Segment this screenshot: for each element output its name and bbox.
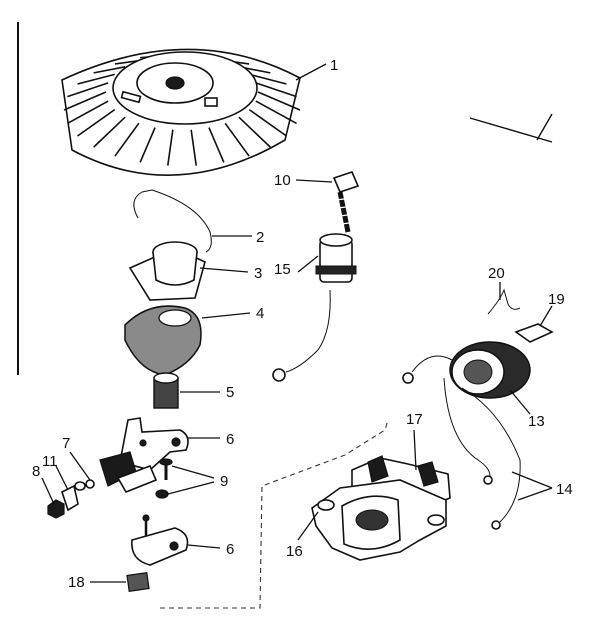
callout-1: 1: [330, 57, 338, 74]
flywheel-fin: [114, 59, 139, 65]
flywheel-fin: [249, 73, 287, 85]
callout-20: 20: [488, 265, 505, 282]
spring-20: [487, 288, 521, 315]
callout-8: 8: [32, 463, 40, 480]
flywheel-fin: [139, 127, 156, 163]
callout-15: 15: [274, 261, 291, 278]
arm-upper: [119, 417, 189, 471]
assembly-path: [160, 419, 389, 609]
flywheel-fin: [166, 129, 174, 166]
callout-5: 5: [226, 384, 234, 401]
flywheel-fin: [77, 109, 116, 137]
flywheel-fin: [224, 122, 250, 157]
arm-lower: [131, 514, 189, 566]
callout-9: 9: [220, 473, 228, 490]
callout-6-lower: 6: [226, 541, 234, 558]
clip-19: [514, 323, 554, 343]
condenser: [272, 233, 357, 382]
contact-points: [99, 451, 158, 494]
flywheel-fin: [255, 82, 297, 98]
felt: [126, 572, 150, 592]
callout-19: 19: [548, 291, 565, 308]
nut: [47, 499, 65, 519]
flywheel-fin: [257, 91, 301, 111]
flywheel-fin: [67, 82, 109, 98]
callout-14: 14: [556, 481, 573, 498]
flywheel-fin: [67, 100, 109, 125]
callout-6-upper: 6: [226, 431, 234, 448]
flywheel-fin: [190, 129, 198, 166]
callout-2: 2: [256, 229, 264, 246]
bracket-sleeve: [128, 241, 206, 301]
screw: [332, 171, 360, 233]
coil: [402, 341, 531, 399]
callout-16: 16: [286, 543, 303, 560]
frame-mark: [536, 113, 553, 141]
flywheel-fin: [63, 91, 107, 111]
flywheel-fin: [248, 109, 287, 137]
frame-mark: [469, 117, 553, 143]
callout-7: 7: [62, 435, 70, 452]
gasket: [124, 305, 202, 376]
flywheel: [61, 48, 301, 176]
flywheel-fin: [93, 116, 126, 148]
flywheel-fin: [93, 66, 126, 74]
base-plate: [311, 479, 447, 561]
flywheel-fin: [208, 127, 225, 163]
callout-18: 18: [68, 574, 85, 591]
flywheel-fin: [255, 100, 297, 125]
callout-3: 3: [254, 265, 262, 282]
screws: [155, 458, 173, 499]
leads: [443, 377, 521, 530]
washer-7: [74, 479, 95, 491]
flywheel-fin: [238, 116, 271, 148]
callout-4: 4: [256, 305, 264, 322]
spring-clip: [133, 189, 212, 253]
callout-11: 11: [42, 453, 58, 470]
flywheel-fin: [77, 73, 115, 85]
bushing: [153, 372, 179, 409]
callout-13: 13: [528, 413, 545, 430]
callout-17: 17: [406, 411, 423, 428]
flywheel-fin: [114, 122, 140, 157]
terminal: [61, 484, 79, 512]
callout-10: 10: [274, 172, 291, 189]
